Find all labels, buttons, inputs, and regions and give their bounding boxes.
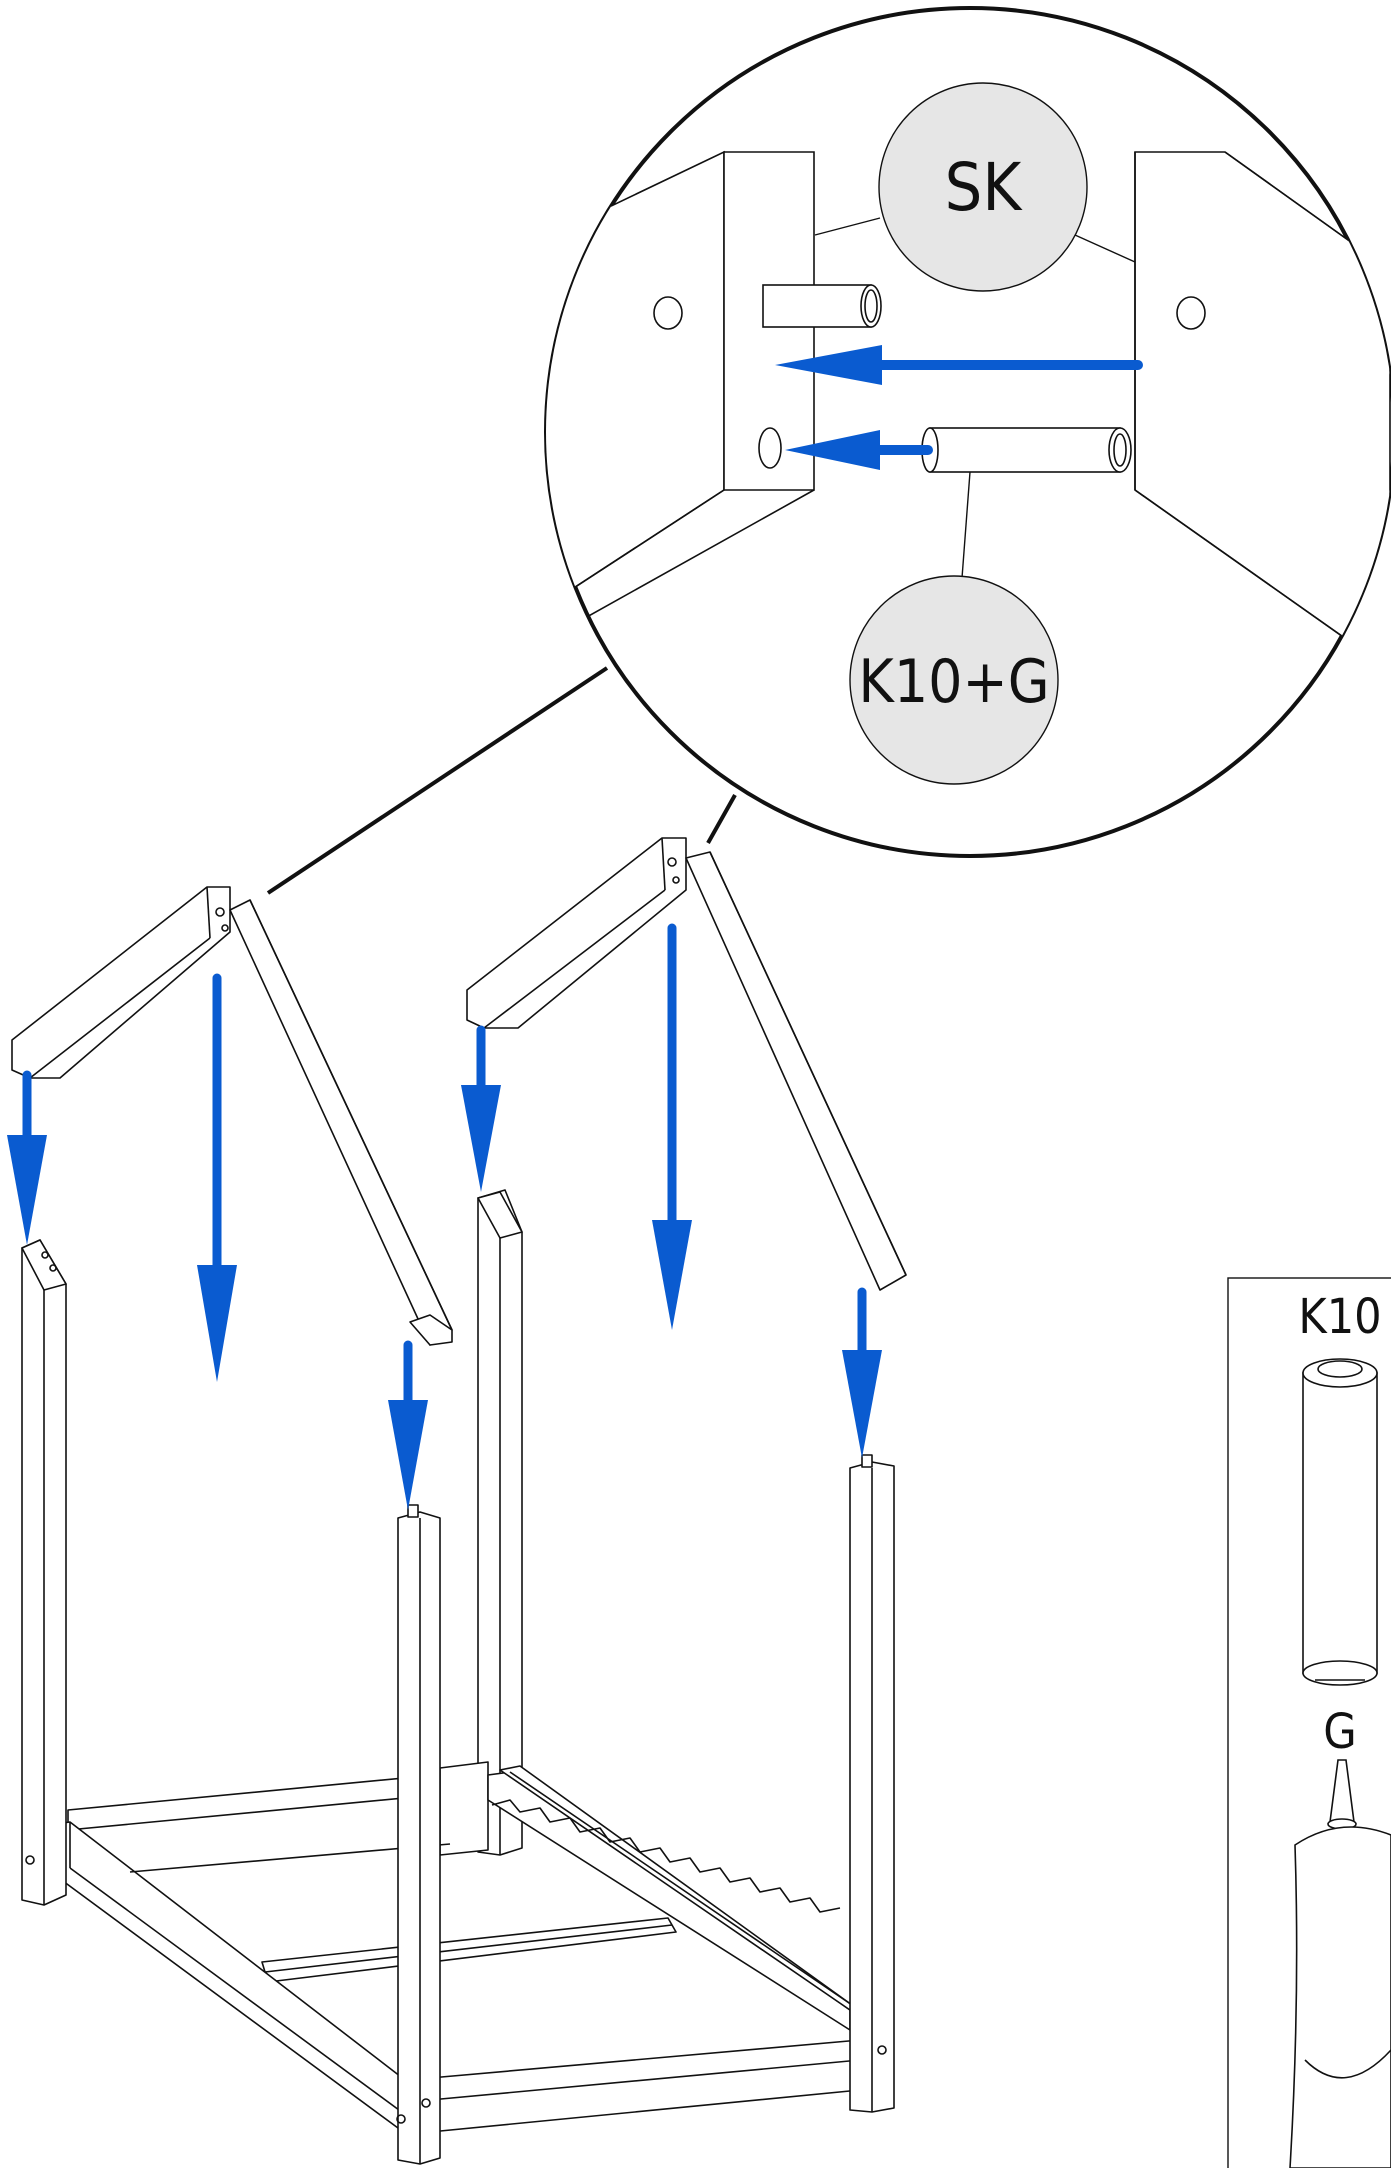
arrow-right-inner — [652, 923, 692, 1330]
detail-zoom-circle: SK K10+G — [544, 6, 1391, 858]
assembly-arrows — [7, 923, 882, 1510]
front-rail — [47, 1821, 451, 2129]
back-right-leg — [477, 1189, 523, 1856]
k10-dowel-part — [1302, 1358, 1378, 1686]
front-right-leg — [849, 1454, 895, 2113]
arrow-left-outer — [7, 1070, 47, 1245]
arrow-right-beam-end — [842, 1287, 882, 1458]
sk-connector — [762, 284, 882, 328]
k10g-label: K10+G — [849, 575, 1059, 785]
parts-box: K10 G — [1227, 1277, 1391, 2168]
frame-assembly — [11, 837, 907, 2165]
arrow-left-beam-end — [388, 1340, 428, 1510]
arrow-left-inner — [197, 973, 237, 1382]
k10-dowel — [921, 427, 1132, 473]
detail-arrows — [775, 345, 1143, 470]
front-middle-leg — [396, 1504, 441, 2165]
left-panel — [546, 150, 815, 633]
arrow-right-outer — [461, 1025, 501, 1192]
left-roof-beams — [11, 886, 453, 1346]
sk-label: SK — [878, 82, 1088, 292]
front-left-leg — [21, 1239, 67, 1906]
right-roof-beams — [466, 837, 907, 1291]
cross-rail — [261, 1917, 677, 1983]
glue-part-label: G — [1323, 1704, 1356, 1760]
glue-bottle-icon — [1289, 1759, 1391, 2168]
callout-leader-lines — [266, 666, 737, 895]
k10-part-label: K10 — [1298, 1289, 1381, 1345]
front-right-rail — [429, 2039, 861, 2133]
k10g-label-text: K10+G — [858, 647, 1049, 717]
sk-label-text: SK — [945, 149, 1024, 226]
left-end-rail — [439, 1761, 489, 1856]
slat-rail — [487, 1765, 853, 2031]
